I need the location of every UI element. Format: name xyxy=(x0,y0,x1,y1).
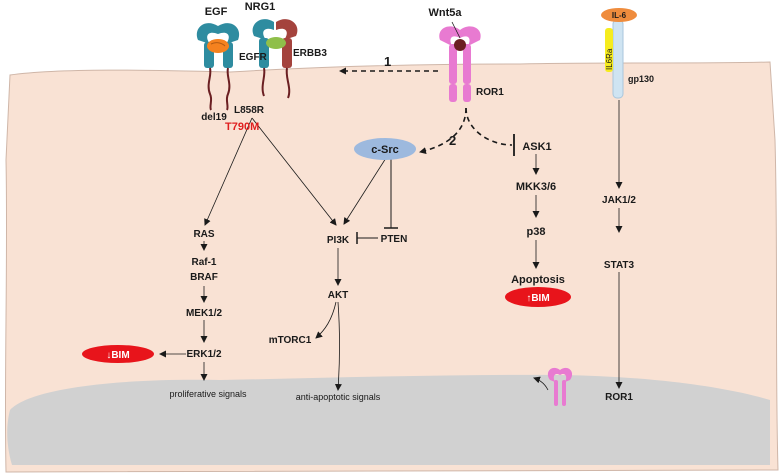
pten-label: PTEN xyxy=(381,234,408,245)
gp130-label: gp130 xyxy=(628,74,654,84)
il6-ligand xyxy=(601,8,637,22)
mek-label: MEK1/2 xyxy=(186,308,223,319)
il6ra-label: IL6Ra xyxy=(605,48,614,70)
egfr-receptor xyxy=(196,23,240,111)
t790m-label: T790M xyxy=(225,121,259,133)
ror1-nuclear-receptor xyxy=(547,367,573,406)
csrc-label: c-Src xyxy=(371,144,399,156)
erbb3-label: ERBB3 xyxy=(293,48,327,59)
arrow-1-label: 1 xyxy=(384,54,391,69)
p38-label: p38 xyxy=(527,226,546,238)
anti-apoptotic-signals-label: anti-apoptotic signals xyxy=(296,392,381,402)
wnt5a-ligand xyxy=(454,39,466,51)
ror1-membrane-label: ROR1 xyxy=(476,87,504,98)
raf1-label: Raf-1 xyxy=(191,257,216,268)
stat3-label: STAT3 xyxy=(604,260,635,271)
mkk-label: MKK3/6 xyxy=(516,181,556,193)
nucleus xyxy=(7,374,771,465)
mtorc1-label: mTORC1 xyxy=(269,335,312,346)
ror1-receptor xyxy=(439,21,481,102)
cytoplasm xyxy=(4,61,779,473)
apoptosis-label: Apoptosis xyxy=(511,274,565,286)
csrc-node-shape xyxy=(354,138,416,160)
akt-label: AKT xyxy=(328,290,349,301)
gp130-receptor xyxy=(601,8,637,99)
del19-label: del19 xyxy=(201,112,227,123)
il6-label: IL-6 xyxy=(612,11,627,20)
bim-down-shape xyxy=(82,345,154,363)
egf-label: EGF xyxy=(205,6,228,18)
proliferative-signals-label: proliferative signals xyxy=(169,389,247,399)
bim-up-shape xyxy=(505,287,571,307)
erk-label: ERK1/2 xyxy=(186,349,221,360)
wnt5a-label: Wnt5a xyxy=(429,7,463,19)
egf-ligand xyxy=(207,39,229,53)
ask1-label: ASK1 xyxy=(522,141,551,153)
ror1-nuclear-label: ROR1 xyxy=(605,392,633,403)
pi3k-label: PI3K xyxy=(327,235,350,246)
l858r-label: L858R xyxy=(234,105,265,116)
braf-label: BRAF xyxy=(190,272,218,283)
nrg1-ligand xyxy=(266,37,286,49)
jak-label: JAK1/2 xyxy=(602,195,636,206)
egfr-label: EGFR xyxy=(239,52,268,63)
bim-up-label: ↑BIM xyxy=(526,293,549,304)
ras-label: RAS xyxy=(193,229,214,240)
egfr-erbb3-dimer xyxy=(252,19,298,99)
arrow-2-label: 2 xyxy=(449,133,456,148)
nrg1-label: NRG1 xyxy=(245,1,276,13)
bim-down-label: ↓BIM xyxy=(106,350,129,361)
